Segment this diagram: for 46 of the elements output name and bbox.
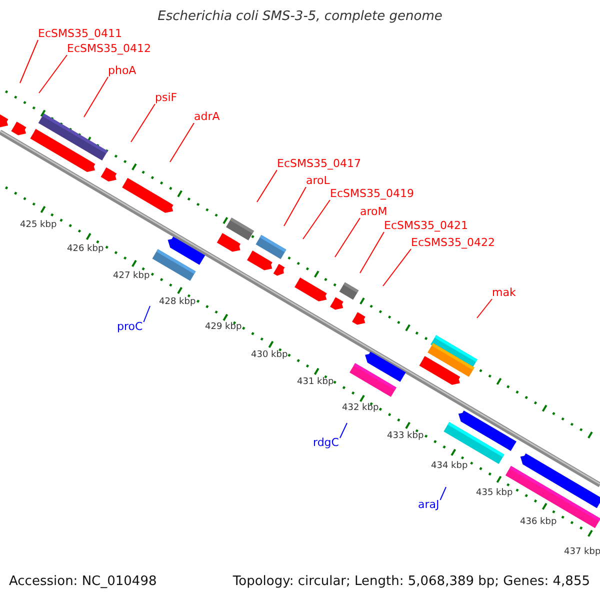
scale-label: 426 kbp: [67, 243, 104, 256]
scale-label: 433 kbp: [387, 430, 424, 443]
gene-label: EcSMS35_0411: [38, 27, 122, 40]
leader-line: [360, 232, 384, 274]
leader-line: [382, 248, 412, 286]
leader-line: [334, 218, 360, 258]
leader-line: [170, 122, 194, 162]
footer-text: Accession: NC_010498: [9, 575, 157, 588]
gene-label: EcSMS35_0412: [67, 42, 151, 55]
gene-label: psiF: [155, 91, 178, 104]
gene-label: EcSMS35_0417: [277, 157, 361, 170]
leader-line: [84, 76, 108, 118]
scale-label: 430 kbp: [251, 349, 288, 362]
scale-label: 434 kbp: [431, 460, 468, 473]
gene-label: EcSMS35_0421: [384, 219, 468, 232]
title: Escherichia coli SMS-3-5, complete genome: [156, 10, 444, 23]
leader-line: [38, 54, 68, 94]
gene-label: proC: [117, 320, 143, 333]
leader-line: [339, 422, 348, 438]
gene-label: phoA: [108, 64, 136, 77]
leader-line: [440, 486, 446, 500]
scale-label: 431 kbp: [297, 376, 334, 389]
gene-label: aroM: [360, 205, 388, 218]
scale-label: 435 kbp: [476, 487, 513, 500]
leader-line: [302, 200, 330, 240]
leader-line: [284, 186, 306, 226]
scale-label: 428 kbp: [159, 296, 196, 309]
gene-label: mak: [492, 286, 516, 299]
gene-label: EcSMS35_0419: [330, 187, 414, 200]
scale-label: 437 kbp: [564, 546, 600, 559]
leader-line: [143, 306, 150, 322]
footer-text: Topology: circular; Length: 5,068,389 bp; Genes: 4,855: [232, 575, 590, 588]
leader-line: [476, 298, 492, 318]
scale-label: 429 kbp: [205, 321, 242, 334]
scale-label: 425 kbp: [20, 219, 57, 232]
gene-label: araJ: [418, 498, 440, 511]
gene-label: rdgC: [313, 436, 339, 449]
gene-label: adrA: [194, 110, 220, 123]
gene-label: EcSMS35_0422: [411, 236, 495, 249]
leader-line: [130, 104, 156, 142]
scale-label: 427 kbp: [113, 270, 150, 283]
scale-label: 432 kbp: [342, 402, 379, 415]
gene-label: aroL: [306, 174, 330, 187]
scale-label: 436 kbp: [520, 516, 557, 529]
leader-line: [20, 40, 38, 84]
leader-line: [256, 170, 278, 202]
